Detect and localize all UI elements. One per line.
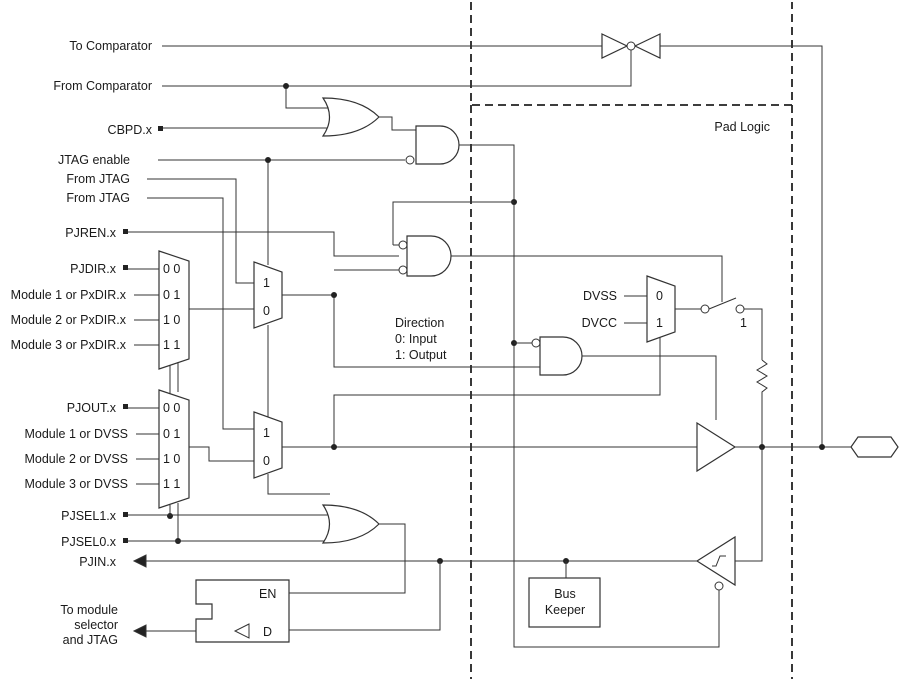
input-schmitt-trigger — [695, 535, 736, 587]
mux-output — [253, 411, 283, 479]
wire-from-comparator-to-or1 — [285, 86, 330, 109]
mux-4to1-direction — [158, 250, 190, 370]
mux-direction — [253, 261, 283, 329]
label-from-jtag-1: From JTAG — [66, 172, 130, 186]
wire-from-jtag-2 — [147, 197, 254, 430]
label-from-jtag-2: From JTAG — [66, 191, 130, 205]
label-module3-dvss: Module 3 or DVSS — [24, 477, 128, 491]
label-to-comparator: To Comparator — [69, 39, 152, 53]
label-from-comparator: From Comparator — [53, 79, 152, 93]
mux-direction-1: 1 — [263, 276, 270, 290]
mux-direction-0: 0 — [263, 304, 270, 318]
label-pjsel0: PJSEL0.x — [61, 535, 117, 549]
mux-dir-code-11: 1 1 — [163, 338, 180, 352]
label-pjsel1: PJSEL1.x — [61, 509, 117, 523]
or-gate-2 — [321, 504, 380, 544]
wire-direction-out — [282, 294, 538, 368]
label-module1-dvss: Module 1 or DVSS — [24, 427, 128, 441]
label-pjout: PJOUT.x — [67, 401, 117, 415]
mux-out-code-00: 0 0 — [163, 401, 180, 415]
label-cbpd: CBPD.x — [108, 123, 153, 137]
wire-from-jtag-1 — [147, 178, 254, 284]
pull-resistor-switch: 1 — [700, 297, 763, 360]
output-buffer — [696, 421, 737, 473]
mux-dir-code-00: 0 0 — [163, 262, 180, 276]
latch-en: EN — [259, 587, 276, 601]
mux-supply-1: 1 — [656, 316, 663, 330]
and-gate-1 — [415, 125, 460, 165]
and-gate-3 — [539, 336, 583, 376]
comparator-boundary — [470, 2, 793, 106]
mux-out-code-01: 0 1 — [163, 427, 180, 441]
label-to-module-1: To module — [60, 603, 118, 617]
label-to-module-3: and JTAG — [63, 633, 118, 647]
label-module1-pxdir: Module 1 or PxDIR.x — [11, 288, 127, 302]
mux-output-0: 0 — [263, 454, 270, 468]
mux-dir-code-10: 1 0 — [163, 313, 180, 327]
latch-d: D — [263, 625, 272, 639]
mux-out-code-11: 1 1 — [163, 477, 180, 491]
label-pjren: PJREN.x — [65, 226, 116, 240]
label-pjdir: PJDIR.x — [70, 262, 117, 276]
pin-connector[interactable] — [850, 436, 899, 458]
mux-output-1: 1 — [263, 426, 270, 440]
mux-dir-code-01: 0 1 — [163, 288, 180, 302]
direction-output: 1: Output — [395, 348, 447, 362]
mux-supply — [646, 275, 676, 343]
supply-dvss: DVSS — [583, 289, 617, 303]
bus-keeper-line1: Bus — [554, 587, 576, 601]
register-terminals — [123, 126, 163, 543]
bus-keeper — [528, 577, 601, 628]
pull-resistor — [756, 359, 768, 447]
mux-4to1-output — [158, 389, 190, 509]
supply-dvcc: DVCC — [582, 316, 617, 330]
label-to-module-2: selector — [74, 618, 118, 632]
mux-supply-0: 0 — [656, 289, 663, 303]
switch-label: 1 — [740, 316, 747, 330]
label-pjin: PJIN.x — [79, 555, 117, 569]
and-gate-2 — [406, 235, 452, 277]
pad-logic-boundary — [470, 105, 793, 679]
label-jtag-enable: JTAG enable — [58, 153, 130, 167]
bus-keeper-line2: Keeper — [545, 603, 585, 617]
latch: EN D — [195, 579, 290, 643]
mux-out-code-10: 1 0 — [163, 452, 180, 466]
label-module3-pxdir: Module 3 or PxDIR.x — [11, 338, 127, 352]
direction-input: 0: Input — [395, 332, 437, 346]
comparator-transmission-gate — [162, 33, 823, 447]
or-gate-1 — [321, 97, 380, 137]
wire-pjren — [128, 231, 399, 257]
pad-logic-label: Pad Logic — [714, 120, 770, 134]
label-module2-pxdir: Module 2 or PxDIR.x — [11, 313, 127, 327]
direction-title: Direction — [395, 316, 444, 330]
label-module2-dvss: Module 2 or DVSS — [24, 452, 128, 466]
